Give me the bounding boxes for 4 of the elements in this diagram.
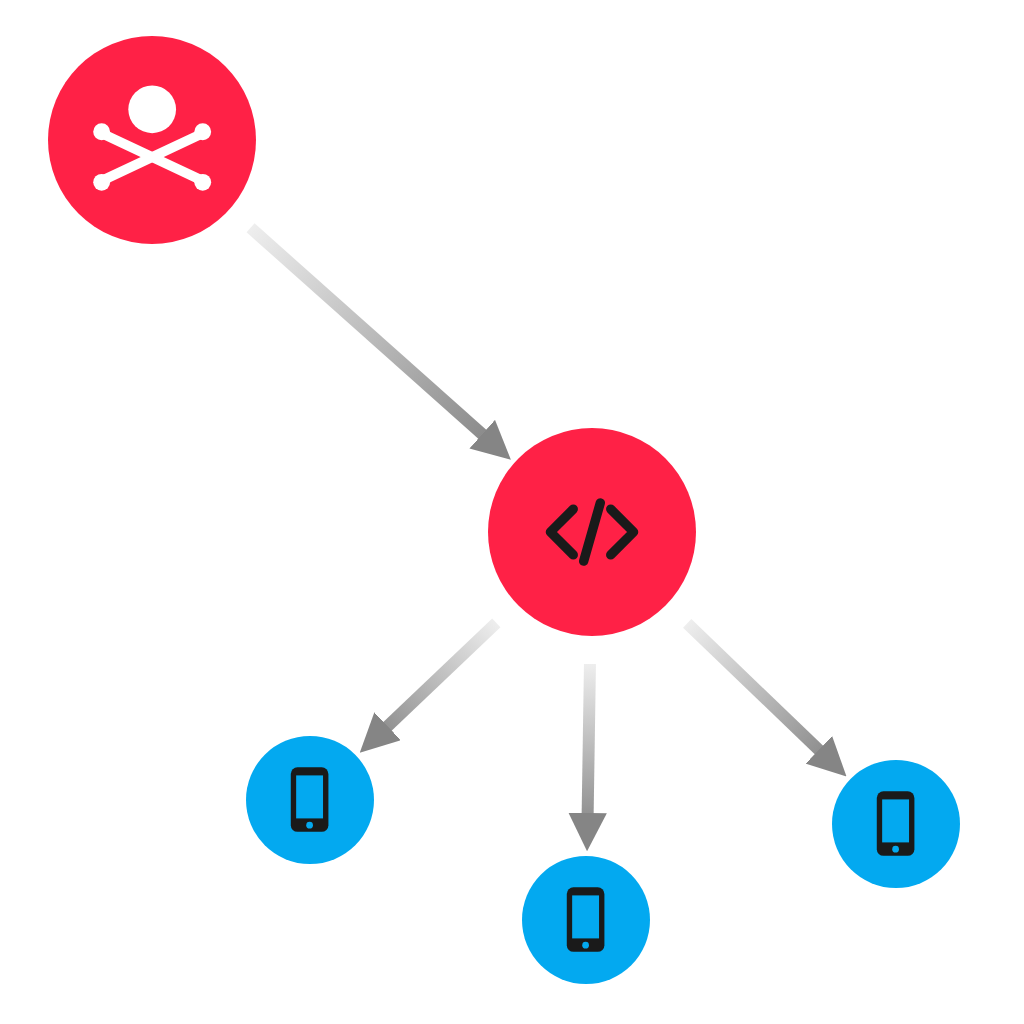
arrow [568, 663, 607, 852]
arrow [246, 223, 511, 460]
arrow [683, 619, 847, 777]
arrow [359, 618, 501, 753]
